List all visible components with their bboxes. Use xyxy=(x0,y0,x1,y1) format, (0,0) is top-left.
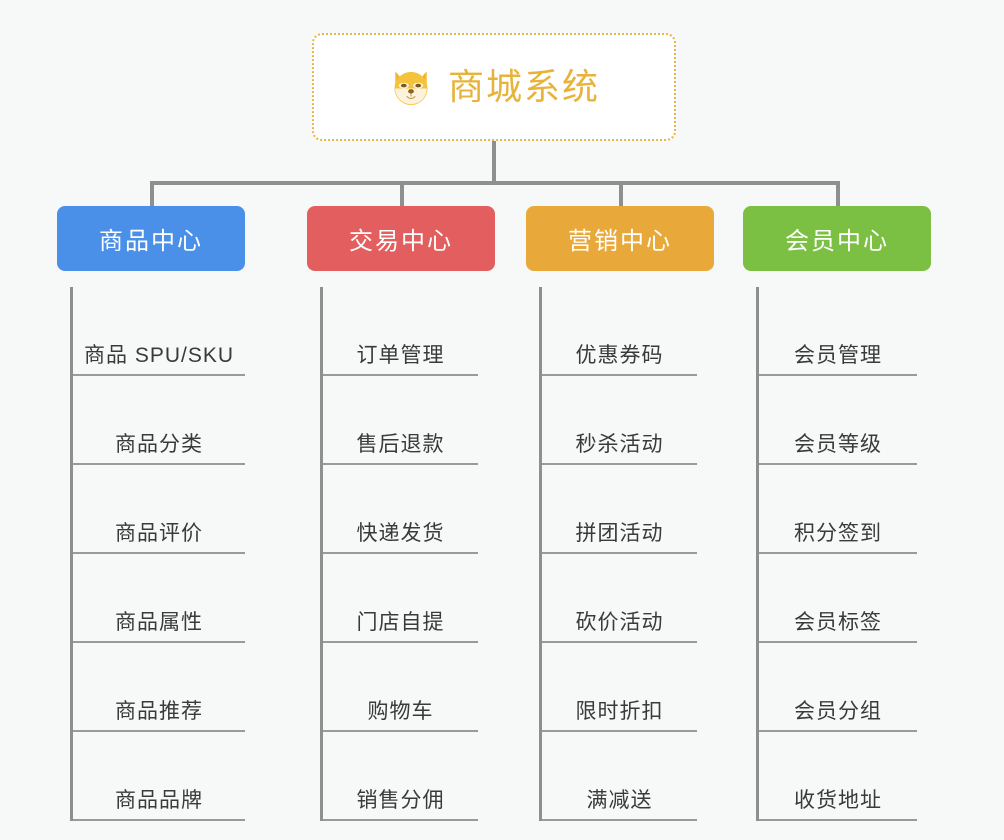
connector-drop-4 xyxy=(836,181,840,209)
list-item[interactable]: 商品属性 xyxy=(73,554,245,643)
list-item[interactable]: 会员管理 xyxy=(759,287,917,376)
list-item-label: 砍价活动 xyxy=(575,610,664,634)
list-item[interactable]: 商品推荐 xyxy=(73,643,245,732)
list-item[interactable]: 商品 SPU/SKU xyxy=(73,287,245,376)
category-columns: 商品中心 商品 SPU/SKU 商品分类 商品评价 商品属性 商品推荐 商品品牌… xyxy=(0,206,1004,840)
child-list-product-center: 商品 SPU/SKU 商品分类 商品评价 商品属性 商品推荐 商品品牌 xyxy=(70,287,245,821)
list-item[interactable]: 会员标签 xyxy=(759,554,917,643)
category-label: 会员中心 xyxy=(785,228,889,255)
list-item-label: 售后退款 xyxy=(356,432,445,456)
category-label: 交易中心 xyxy=(349,228,453,255)
list-item[interactable]: 销售分佣 xyxy=(323,732,478,821)
column-transaction-center: 交易中心 订单管理 售后退款 快递发货 门店自提 购物车 销售分佣 xyxy=(307,206,495,821)
list-item-label: 订单管理 xyxy=(356,343,445,367)
list-item-label: 销售分佣 xyxy=(356,788,445,812)
column-member-center: 会员中心 会员管理 会员等级 积分签到 会员标签 会员分组 收货地址 xyxy=(743,206,931,821)
list-item[interactable]: 砍价活动 xyxy=(542,554,697,643)
list-item-label: 商品分类 xyxy=(115,432,203,456)
list-item-label: 限时折扣 xyxy=(575,699,664,723)
list-item-label: 收货地址 xyxy=(794,788,882,812)
category-header-product-center[interactable]: 商品中心 xyxy=(57,206,245,271)
category-label: 商品中心 xyxy=(99,228,203,255)
connector-horizontal-bar xyxy=(150,181,839,185)
list-item[interactable]: 会员分组 xyxy=(759,643,917,732)
shiba-fox-face-icon xyxy=(394,71,428,107)
list-item[interactable]: 商品品牌 xyxy=(73,732,245,821)
list-item[interactable]: 秒杀活动 xyxy=(542,376,697,465)
list-item[interactable]: 拼团活动 xyxy=(542,465,697,554)
list-item-label: 快递发货 xyxy=(356,521,445,545)
category-label: 营销中心 xyxy=(568,228,672,255)
child-list-transaction-center: 订单管理 售后退款 快递发货 门店自提 购物车 销售分佣 xyxy=(320,287,495,821)
list-item-label: 门店自提 xyxy=(356,610,445,634)
list-item-label: 购物车 xyxy=(367,699,434,723)
list-item-label: 商品评价 xyxy=(115,521,203,545)
list-item[interactable]: 售后退款 xyxy=(323,376,478,465)
list-item[interactable]: 积分签到 xyxy=(759,465,917,554)
column-marketing-center: 营销中心 优惠券码 秒杀活动 拼团活动 砍价活动 限时折扣 满减送 xyxy=(526,206,714,821)
list-item[interactable]: 收货地址 xyxy=(759,732,917,821)
column-product-center: 商品中心 商品 SPU/SKU 商品分类 商品评价 商品属性 商品推荐 商品品牌 xyxy=(57,206,245,821)
list-item-label: 商品属性 xyxy=(115,610,203,634)
list-item[interactable]: 订单管理 xyxy=(323,287,478,376)
list-item[interactable]: 满减送 xyxy=(542,732,697,821)
list-item[interactable]: 商品评价 xyxy=(73,465,245,554)
category-header-marketing-center[interactable]: 营销中心 xyxy=(526,206,714,271)
list-item[interactable]: 商品分类 xyxy=(73,376,245,465)
connector-drop-2 xyxy=(400,181,404,209)
list-item[interactable]: 购物车 xyxy=(323,643,478,732)
list-item[interactable]: 快递发货 xyxy=(323,465,478,554)
root-node[interactable]: 商城系统 xyxy=(312,33,676,141)
list-item[interactable]: 门店自提 xyxy=(323,554,478,643)
list-item-label: 商品 SPU/SKU xyxy=(83,343,235,367)
list-item-label: 拼团活动 xyxy=(575,521,664,545)
list-item-label: 满减送 xyxy=(586,788,653,812)
list-item-label: 秒杀活动 xyxy=(575,432,664,456)
list-item-label: 优惠券码 xyxy=(575,343,664,367)
list-item-label: 会员标签 xyxy=(794,610,882,634)
connector-drop-1 xyxy=(150,181,154,209)
list-item-label: 积分签到 xyxy=(794,521,882,545)
child-list-marketing-center: 优惠券码 秒杀活动 拼团活动 砍价活动 限时折扣 满减送 xyxy=(539,287,714,821)
connector-drop-3 xyxy=(619,181,623,209)
category-header-member-center[interactable]: 会员中心 xyxy=(743,206,931,271)
root-title: 商城系统 xyxy=(447,66,600,107)
category-header-transaction-center[interactable]: 交易中心 xyxy=(307,206,495,271)
list-item-label: 商品品牌 xyxy=(115,788,203,812)
connector-root-stem xyxy=(492,141,496,182)
list-item-label: 商品推荐 xyxy=(115,699,203,723)
list-item[interactable]: 限时折扣 xyxy=(542,643,697,732)
list-item-label: 会员等级 xyxy=(794,432,882,456)
list-item-label: 会员管理 xyxy=(794,343,882,367)
list-item-label: 会员分组 xyxy=(794,699,882,723)
child-list-member-center: 会员管理 会员等级 积分签到 会员标签 会员分组 收货地址 xyxy=(756,287,931,821)
list-item[interactable]: 优惠券码 xyxy=(542,287,697,376)
list-item[interactable]: 会员等级 xyxy=(759,376,917,465)
